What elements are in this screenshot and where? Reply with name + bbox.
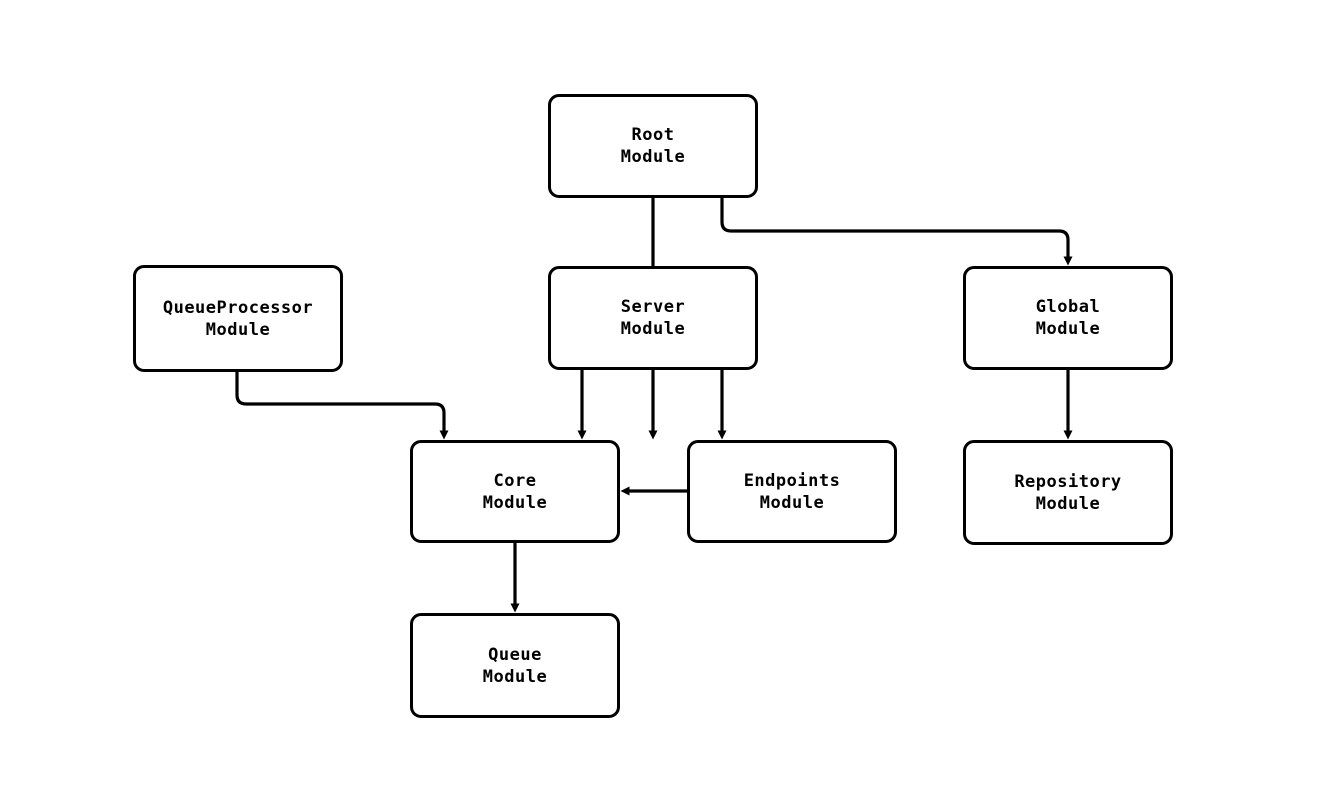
node-queue-suffix: Module <box>482 666 548 687</box>
node-global[interactable]: Global Module <box>963 266 1173 370</box>
node-repository-suffix: Module <box>1035 493 1101 514</box>
node-global-suffix: Module <box>1035 319 1101 339</box>
node-repository-name: Repository <box>1014 471 1122 492</box>
node-core-name: Core <box>493 470 537 491</box>
node-endpoints-name: Endpoints <box>743 470 841 491</box>
node-global-name: Global <box>1035 297 1101 317</box>
node-repository[interactable]: Repository Module <box>963 440 1173 545</box>
node-core-suffix: Module <box>482 492 548 513</box>
node-queueprocessor-suffix: Module <box>205 319 271 340</box>
node-core[interactable]: Core Module <box>410 440 620 543</box>
node-queue-name: Queue <box>488 644 542 665</box>
edge-root-global <box>720 198 1073 266</box>
node-queue[interactable]: Queue Module <box>410 613 620 718</box>
node-root-suffix: Module <box>620 147 686 167</box>
node-queueprocessor[interactable]: QueueProcessor Module <box>133 265 343 372</box>
node-endpoints-suffix: Module <box>759 492 825 513</box>
node-server-name: Server <box>620 297 686 317</box>
node-queueprocessor-name: QueueProcessor <box>162 297 314 318</box>
node-root[interactable]: Root Module <box>548 94 758 198</box>
node-root-name: Root <box>631 125 675 145</box>
node-server-suffix: Module <box>620 319 686 339</box>
node-server[interactable]: Server Module <box>548 266 758 370</box>
edge-queueprocessor-core <box>235 372 449 440</box>
node-endpoints[interactable]: Endpoints Module <box>687 440 897 543</box>
